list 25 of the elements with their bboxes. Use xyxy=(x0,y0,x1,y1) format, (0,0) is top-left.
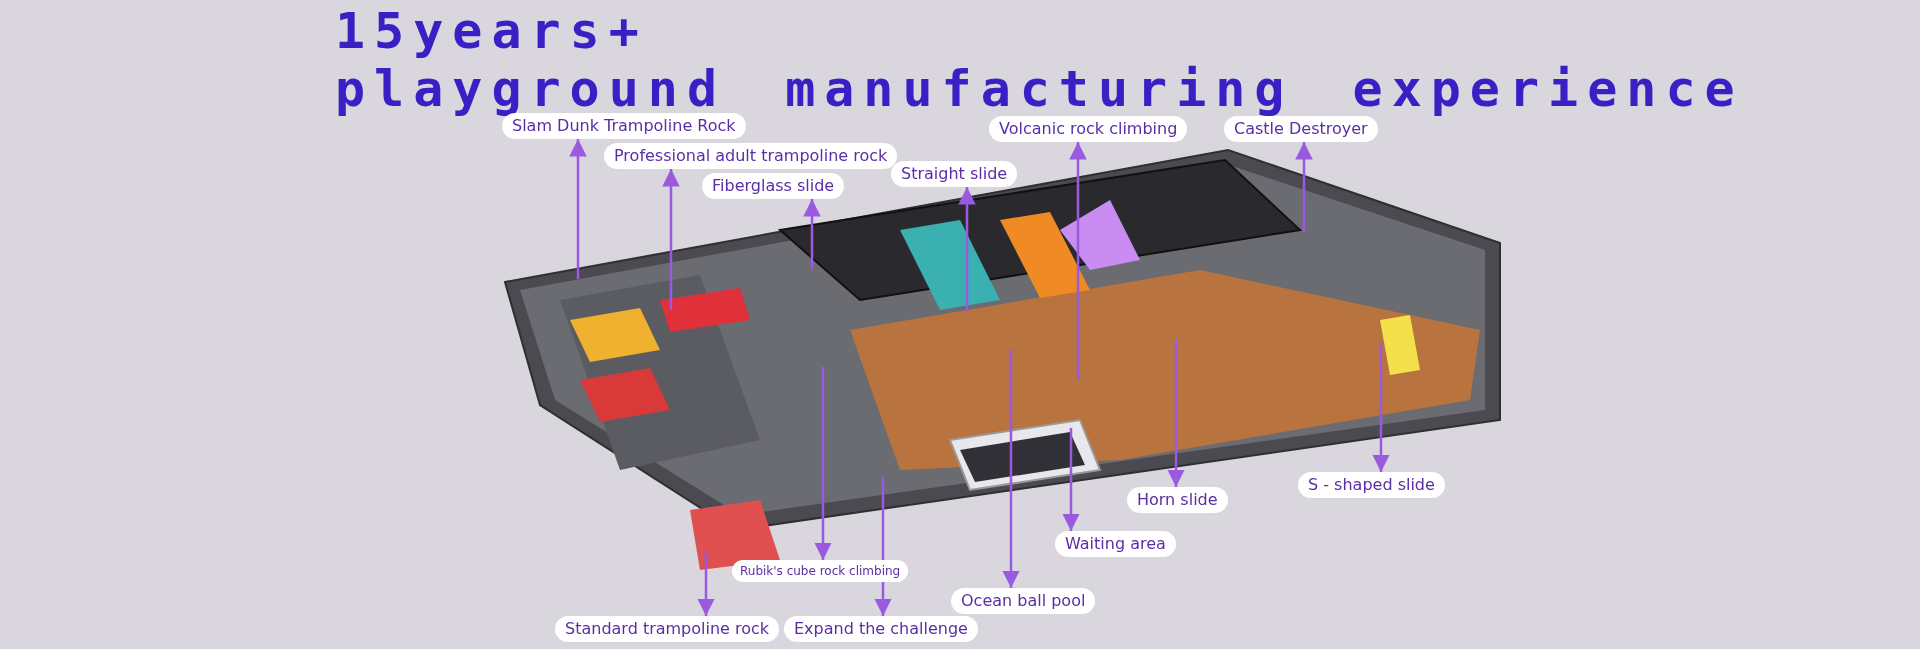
leader-arrow xyxy=(814,367,832,560)
callout-label: Fiberglass slide xyxy=(702,173,845,199)
leader-arrow xyxy=(1002,349,1020,588)
leader-arrow xyxy=(569,139,587,279)
leader-arrow xyxy=(958,187,976,312)
leader-arrow xyxy=(803,199,821,269)
callout-label: Waiting area xyxy=(1055,531,1176,557)
leader-arrow xyxy=(1167,340,1185,487)
leader-arrow xyxy=(1062,428,1080,531)
callout-label: Volcanic rock climbing xyxy=(989,116,1188,142)
callout-label: Expand the challenge xyxy=(784,616,978,642)
leader-arrow xyxy=(1069,142,1087,380)
callout-label: Horn slide xyxy=(1127,487,1228,513)
callout-label: Rubik's cube rock climbing xyxy=(732,560,909,582)
callout-label: S - shaped slide xyxy=(1298,472,1445,498)
leader-arrow xyxy=(662,169,680,310)
leader-arrow xyxy=(1372,343,1390,472)
callout-label: Castle Destroyer xyxy=(1224,116,1378,142)
leader-arrow xyxy=(697,551,715,616)
callout-label: Professional adult trampoline rock xyxy=(604,143,898,169)
leader-arrow xyxy=(874,477,892,616)
leader-arrow xyxy=(1295,142,1313,233)
callout-label: Ocean ball pool xyxy=(951,588,1096,614)
callout-label: Straight slide xyxy=(891,161,1018,187)
callout-label: Standard trampoline rock xyxy=(555,616,780,642)
